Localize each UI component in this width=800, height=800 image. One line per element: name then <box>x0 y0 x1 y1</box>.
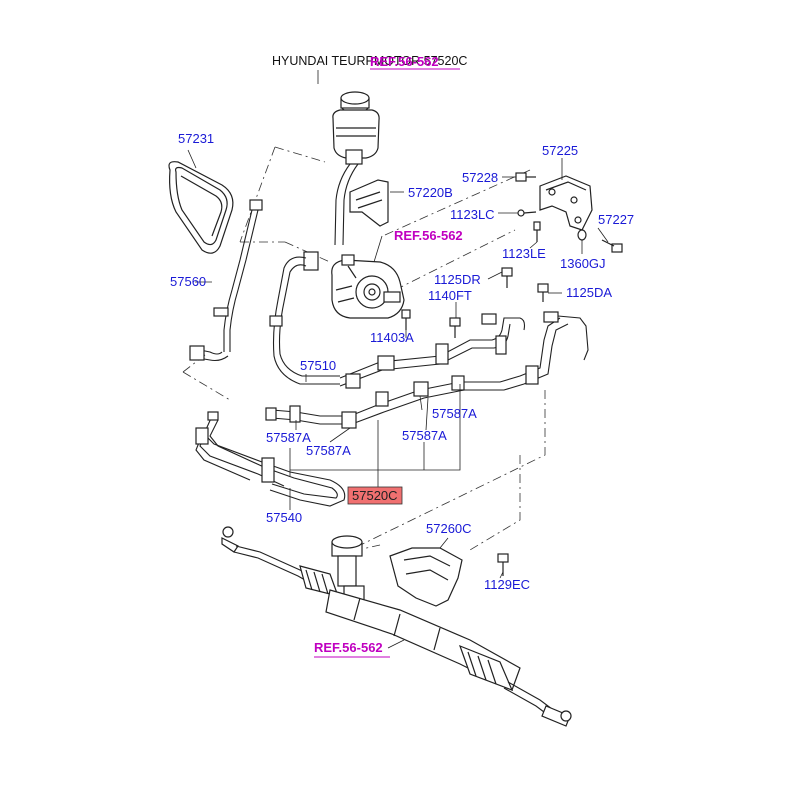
title-ref-link[interactable]: REF.56-562 <box>370 54 439 69</box>
label-57231[interactable]: 57231 <box>178 131 214 146</box>
drive-belt[interactable] <box>168 161 234 254</box>
label-57587A-right-lower[interactable]: 57587A <box>402 428 447 443</box>
label-1125DA[interactable]: 1125DA <box>566 285 612 300</box>
label-57510[interactable]: 57510 <box>300 358 336 373</box>
label-11403A[interactable]: 11403A <box>370 330 414 345</box>
label-1125DR[interactable]: 1125DR <box>434 272 481 287</box>
bolt-1123LE[interactable] <box>533 221 541 242</box>
feed-tube-assembly[interactable] <box>265 311 589 429</box>
return-hose[interactable] <box>189 199 263 362</box>
leader-lines <box>187 149 609 649</box>
label-57520C-highlight <box>347 486 403 505</box>
steering-gear-rack[interactable] <box>221 526 572 727</box>
label-57560[interactable]: 57560 <box>170 274 206 289</box>
bolt-1140FT[interactable] <box>449 317 461 338</box>
part-labels: 57231 57560 57220B REF.56-562 57225 5722… <box>170 131 634 658</box>
cooler-tube[interactable] <box>195 411 346 507</box>
bolt-1125DA[interactable] <box>537 283 549 302</box>
bolt-1125DR[interactable] <box>501 267 513 288</box>
diagram-title: HYUNDAI TEURPMOTOR 57520C <box>272 54 467 68</box>
heat-shield[interactable] <box>389 547 463 607</box>
label-57587A-right-upper[interactable]: 57587A <box>432 406 477 421</box>
label-57587A-center[interactable]: 57587A <box>306 443 351 458</box>
label-57228[interactable]: 57228 <box>462 170 498 185</box>
ref-link-pump[interactable]: REF.56-562 <box>394 228 463 243</box>
label-1123LE[interactable]: 1123LE <box>502 246 546 261</box>
label-57225[interactable]: 57225 <box>542 143 578 158</box>
label-57220B[interactable]: 57220B <box>408 185 453 200</box>
label-57260C[interactable]: 57260C <box>426 521 472 536</box>
label-57587A-left[interactable]: 57587A <box>266 430 311 445</box>
washer-1360GJ[interactable] <box>577 229 587 241</box>
label-57227[interactable]: 57227 <box>598 212 634 227</box>
bolt-1129EC[interactable] <box>497 553 509 576</box>
pressure-hose[interactable] <box>269 251 526 389</box>
reservoir-bracket[interactable] <box>349 179 389 227</box>
label-1123LC[interactable]: 1123LC <box>450 207 495 222</box>
bolt-11403A[interactable] <box>401 309 411 330</box>
label-1129EC[interactable]: 1129EC <box>484 577 530 592</box>
label-1360GJ[interactable]: 1360GJ <box>560 256 606 271</box>
power-steering-pump[interactable] <box>331 254 405 319</box>
mounting-bracket[interactable] <box>539 175 593 231</box>
bolt-57228[interactable] <box>515 172 536 182</box>
label-57540[interactable]: 57540 <box>266 510 302 525</box>
bolt-57227[interactable] <box>601 239 623 253</box>
bolt-1123LC[interactable] <box>517 209 537 217</box>
ref-link-rack[interactable]: REF.56-562 <box>314 640 383 655</box>
label-57520C[interactable]: 57520C <box>352 488 398 503</box>
reservoir[interactable] <box>332 91 380 246</box>
label-1140FT[interactable]: 1140FT <box>428 288 472 303</box>
